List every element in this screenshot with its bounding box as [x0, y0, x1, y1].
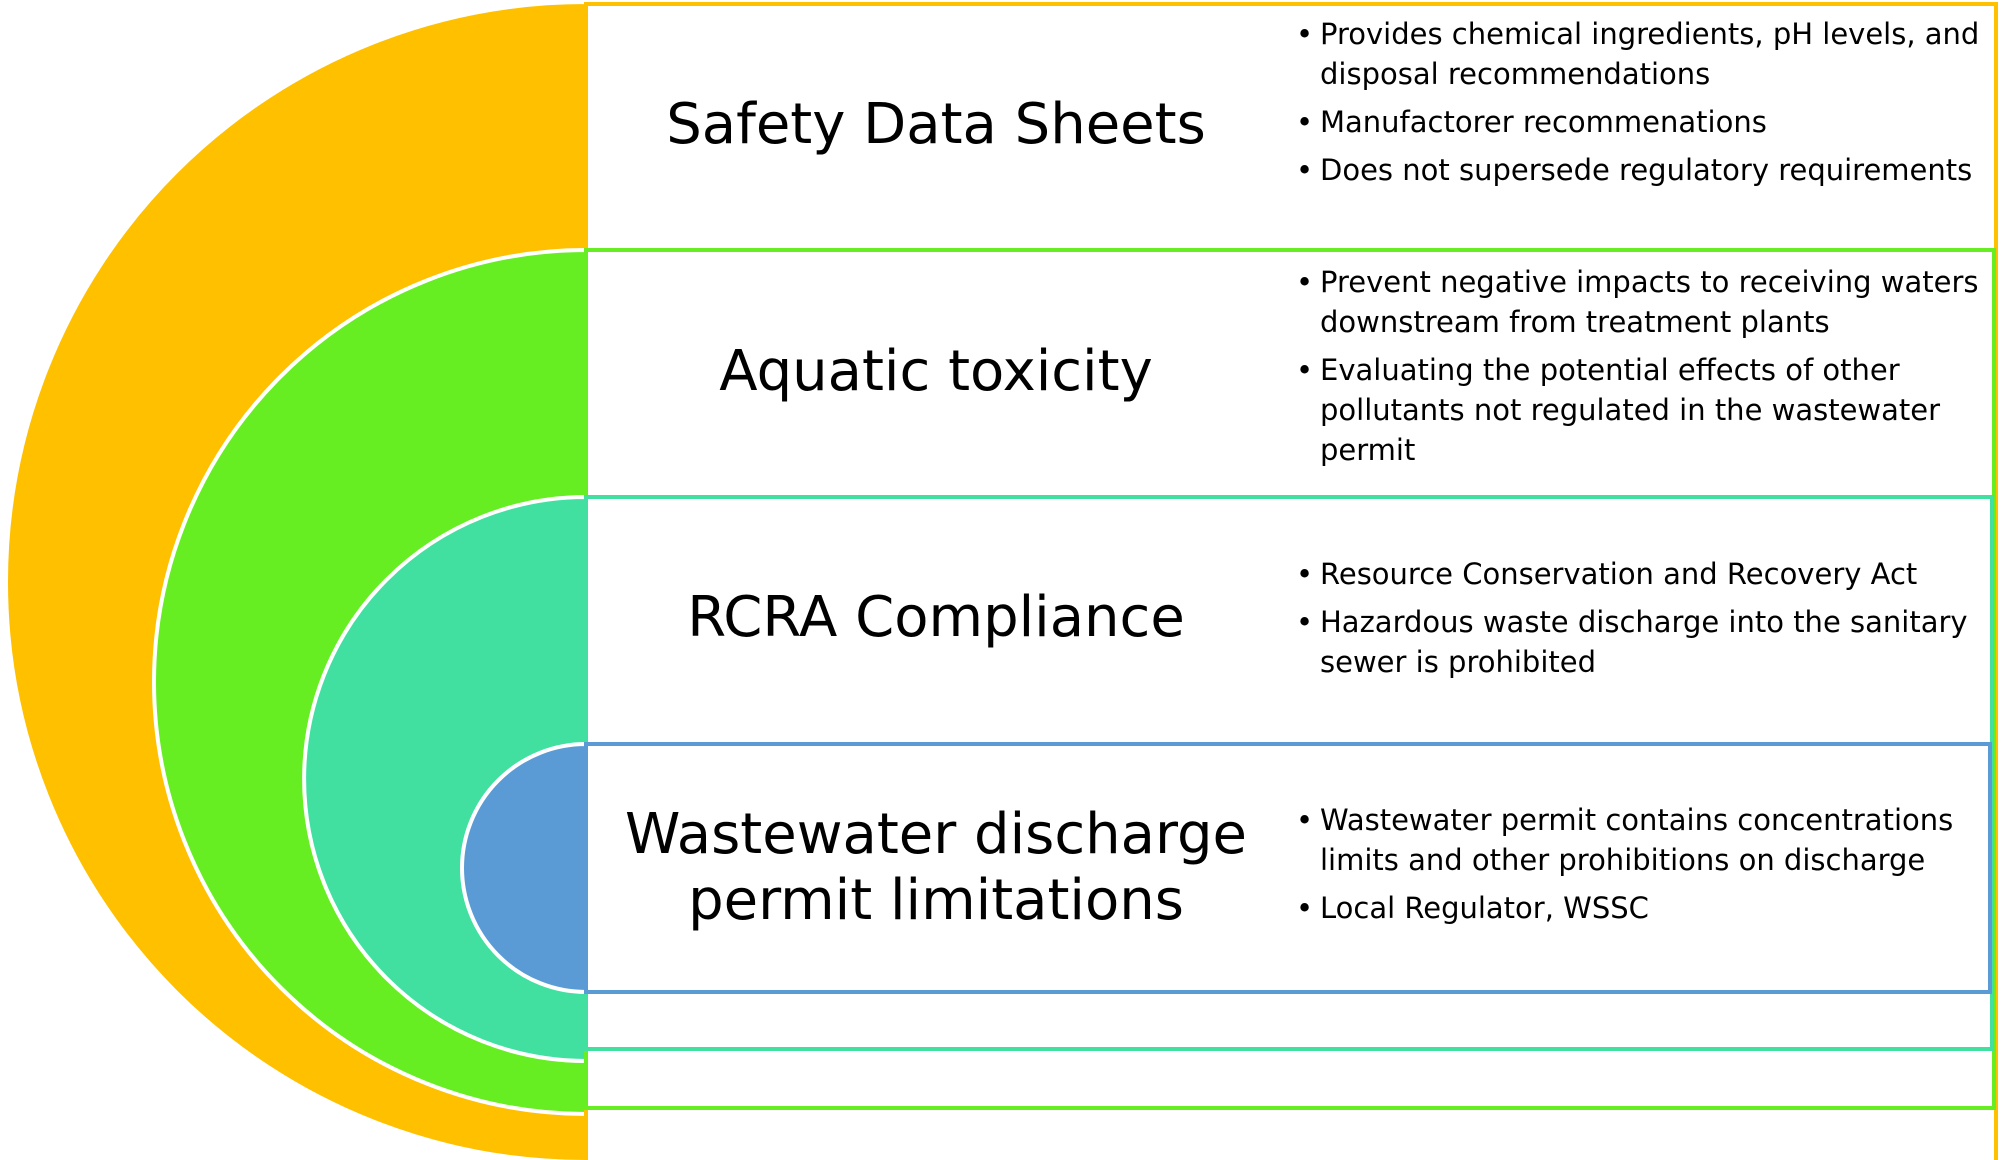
bullet-list-wastewater-permit: Wastewater permit contains concentration…: [1296, 800, 1986, 936]
bullet-list-rcra-compliance: Resource Conservation and Recovery Act H…: [1296, 554, 1986, 690]
arc-blue-wastewater-permit: [460, 741, 588, 995]
row-title-safety-data-sheets: Safety Data Sheets: [666, 92, 1206, 158]
bullet-item: Does not supersede regulatory requiremen…: [1296, 150, 1986, 190]
bullet-item: Resource Conservation and Recovery Act: [1296, 554, 1986, 594]
bullet-item: Manufactorer recommenations: [1296, 102, 1986, 142]
bullet-item: Provides chemical ingredients, pH levels…: [1296, 14, 1986, 94]
bullet-list-aquatic-toxicity: Prevent negative impacts to receiving wa…: [1296, 262, 1986, 478]
bullet-list-safety-data-sheets: Provides chemical ingredients, pH levels…: [1296, 14, 1986, 198]
bullet-item: Prevent negative impacts to receiving wa…: [1296, 262, 1986, 342]
bullet-item: Wastewater permit contains concentration…: [1296, 800, 1986, 880]
bullet-item: Hazardous waste discharge into the sanit…: [1296, 602, 1986, 682]
row-title-wastewater-permit: Wastewater discharge permit limitations: [625, 802, 1247, 933]
bullet-item: Evaluating the potential effects of othe…: [1296, 350, 1986, 470]
row-title-aquatic-toxicity: Aquatic toxicity: [719, 339, 1153, 405]
bullet-item: Local Regulator, WSSC: [1296, 888, 1986, 928]
row-title-rcra-compliance: RCRA Compliance: [687, 585, 1185, 651]
